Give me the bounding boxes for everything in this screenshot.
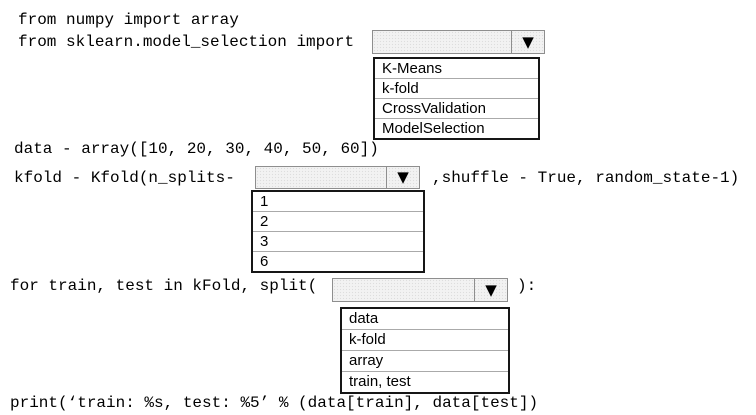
code-line-import-sklearn: from sklearn.model_selection import: [18, 33, 355, 51]
import-dropdown-options: K-Means k-fold CrossValidation ModelSele…: [373, 57, 540, 140]
dropdown-option[interactable]: 6: [253, 251, 423, 271]
split-arg-dropdown-options: data k-fold array train, test: [340, 307, 510, 394]
code-line-for-prefix: for train, test in kFold, split(: [10, 277, 318, 295]
n-splits-dropdown[interactable]: ▼: [255, 166, 420, 189]
dropdown-option[interactable]: 2: [253, 211, 423, 231]
code-line-for-suffix: ):: [517, 277, 537, 295]
n-splits-dropdown-value[interactable]: [256, 167, 386, 188]
dropdown-option[interactable]: train, test: [342, 371, 508, 392]
import-dropdown-value[interactable]: [373, 31, 511, 53]
dropdown-option[interactable]: k-fold: [375, 78, 538, 98]
import-dropdown-arrow-button[interactable]: ▼: [511, 31, 544, 53]
split-arg-dropdown[interactable]: ▼: [332, 278, 508, 302]
code-line-import-numpy: from numpy import array: [18, 11, 239, 29]
chevron-down-icon: ▼: [522, 32, 534, 51]
code-line-kfold-suffix: ,shuffle - True, random_state-1): [432, 169, 740, 187]
code-line-print: print(‘train: %s, test: %5’ % (data[trai…: [10, 394, 539, 412]
import-dropdown[interactable]: ▼: [372, 30, 545, 54]
dropdown-option[interactable]: ModelSelection: [375, 118, 538, 138]
split-arg-dropdown-value[interactable]: [333, 279, 474, 301]
dropdown-option[interactable]: K-Means: [382, 60, 443, 77]
dropdown-option[interactable]: 1: [260, 193, 269, 210]
split-arg-dropdown-arrow-button[interactable]: ▼: [474, 279, 507, 301]
dropdown-option[interactable]: array: [342, 350, 508, 371]
dropdown-option[interactable]: data: [349, 310, 379, 327]
chevron-down-icon: ▼: [397, 168, 409, 186]
dropdown-option[interactable]: 3: [253, 231, 423, 251]
code-line-data-array: data - array([10, 20, 30, 40, 50, 60]): [14, 140, 379, 158]
n-splits-dropdown-arrow-button[interactable]: ▼: [386, 167, 419, 188]
dropdown-option[interactable]: k-fold: [342, 329, 508, 350]
code-line-kfold-prefix: kfold - Kfold(n_splits-: [14, 169, 235, 187]
dropdown-option[interactable]: CrossValidation: [375, 98, 538, 118]
chevron-down-icon: ▼: [485, 280, 497, 299]
n-splits-dropdown-options: 1 2 3 6: [251, 190, 425, 273]
